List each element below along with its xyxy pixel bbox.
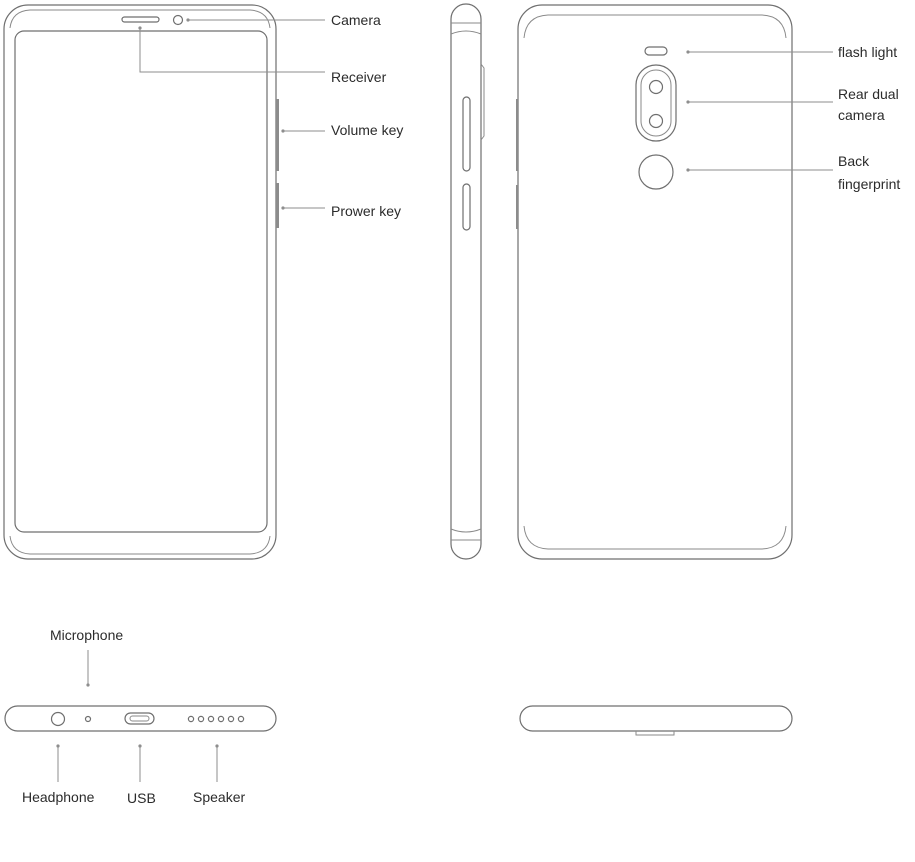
side-power-key (462, 183, 471, 231)
microphone-leader-dot (86, 683, 90, 687)
front-screen (14, 30, 268, 533)
flash-light-label: flash light (838, 44, 897, 60)
camera-leader-dot (186, 18, 190, 22)
rear-camera-label-line1: Rear dual (838, 86, 899, 102)
front-callouts: Camera Receiver Volume key Prower key (138, 12, 403, 219)
side-top-seam (450, 30, 482, 35)
camera-label: Camera (331, 12, 381, 28)
power-key-leader-dot (281, 206, 285, 210)
microphone-label: Microphone (50, 627, 123, 643)
side-bottom-seam (450, 528, 482, 533)
receiver-slot (121, 16, 160, 23)
speaker-leader-dot (215, 744, 219, 748)
volume-key-label: Volume key (331, 122, 403, 138)
usb-leader-dot (138, 744, 142, 748)
side-body-outline (450, 3, 482, 560)
fingerprint-label-line2: fingerprint (838, 176, 900, 192)
volume-key-shape (276, 99, 279, 171)
usb-port-shape (124, 712, 155, 725)
front-bottom-bezel-curve (9, 535, 271, 555)
usb-label: USB (127, 790, 156, 806)
receiver-leader (139, 28, 325, 73)
back-left-key-lower (516, 185, 518, 229)
usb-port-inner (129, 715, 150, 722)
fingerprint-sensor-shape (638, 154, 674, 190)
back-body-outline (517, 4, 793, 560)
receiver-leader-dot (138, 26, 142, 30)
fingerprint-leader-dot (686, 168, 690, 172)
side-volume-key (462, 96, 471, 172)
fingerprint-label-line1: Back (838, 153, 870, 169)
rear-camera-label-line2: camera (838, 107, 885, 123)
speaker-hole (217, 715, 225, 723)
phone-bottom-view (4, 705, 277, 732)
front-camera-lens (172, 14, 184, 26)
top-body-outline (519, 705, 793, 732)
volume-key-leader-dot (281, 129, 285, 133)
speaker-hole (187, 715, 195, 723)
rear-camera-lens-bottom (648, 113, 664, 129)
speaker-grille (187, 715, 245, 723)
phone-top-view (519, 705, 793, 736)
headphone-label: Headphone (22, 789, 95, 805)
back-left-key (516, 99, 518, 171)
power-key-label: Prower key (331, 203, 401, 219)
microphone-hole-shape (84, 715, 92, 723)
rear-camera-leader-dot (686, 100, 690, 104)
front-top-bezel-curve (9, 9, 271, 29)
headphone-leader-dot (56, 744, 60, 748)
phone-back-view (516, 4, 793, 560)
top-edge-tab (635, 731, 675, 736)
phone-front-view (3, 4, 279, 560)
headphone-jack-shape (50, 711, 66, 727)
phone-side-view (450, 3, 485, 560)
back-top-inner-curve (523, 14, 787, 39)
speaker-hole (197, 715, 205, 723)
back-bottom-inner-curve (523, 525, 787, 550)
speaker-hole (227, 715, 235, 723)
speaker-hole (207, 715, 215, 723)
speaker-hole (237, 715, 245, 723)
camera-module-inner (640, 69, 672, 137)
bottom-body-outline (4, 705, 277, 732)
rear-camera-lens-top (648, 79, 664, 95)
side-edge-bump (480, 63, 485, 141)
receiver-label: Receiver (331, 69, 387, 85)
flash-light-leader-dot (686, 50, 690, 54)
power-key-shape (276, 183, 279, 228)
front-body-outline (3, 4, 277, 560)
bottom-callouts: Microphone Headphone USB Speaker (22, 627, 245, 806)
camera-module-outer (635, 64, 677, 142)
speaker-label: Speaker (193, 789, 245, 805)
back-callouts: flash light Rear dual camera Back finger… (686, 44, 900, 192)
flash-light-shape (644, 46, 668, 56)
